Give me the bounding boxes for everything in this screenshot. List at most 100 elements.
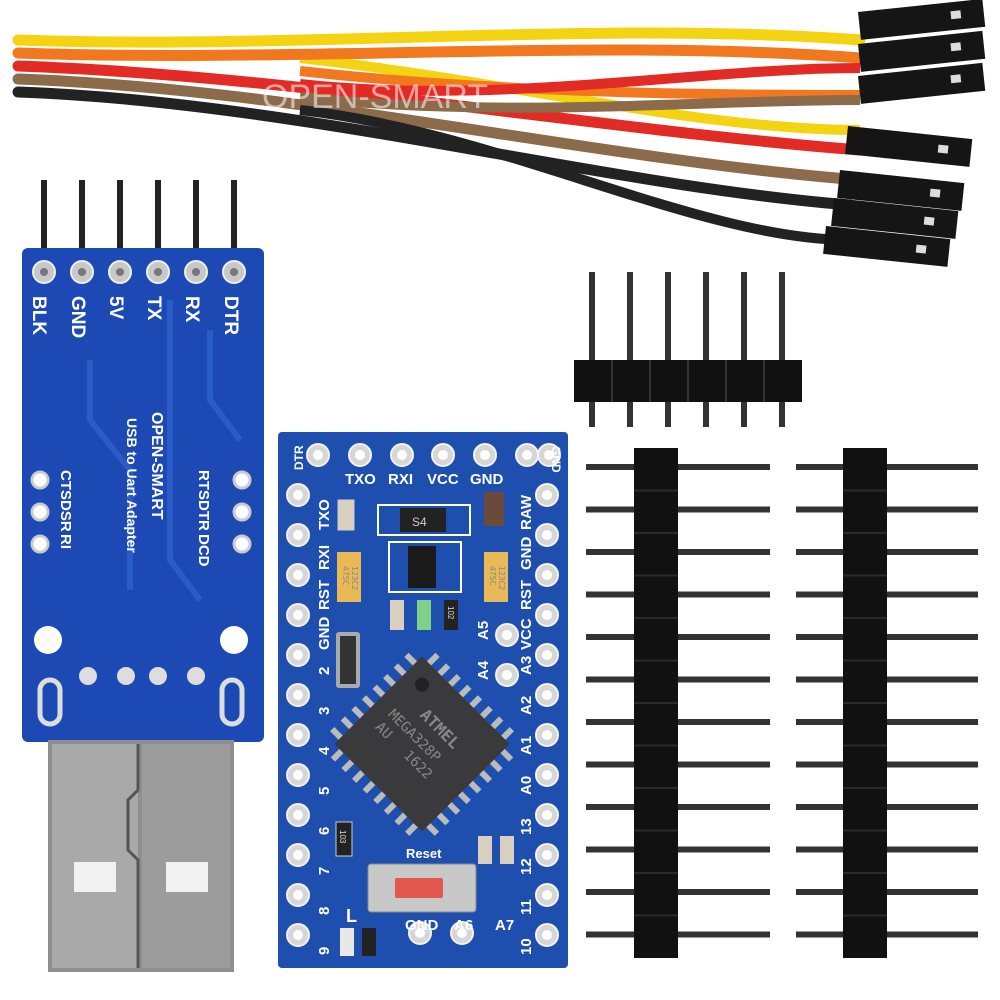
dupont-jumper-wires [12, 27, 866, 245]
chip-pin [394, 811, 409, 826]
chip-pin [456, 789, 471, 805]
right-pin-label: RAW [518, 494, 535, 530]
dupont-connector-housing [858, 62, 986, 104]
hole [293, 930, 303, 940]
connector-latch [929, 188, 941, 198]
reset-button[interactable] [395, 878, 443, 898]
adapter-pin-label: DTR [220, 296, 241, 335]
chip-pin [446, 673, 461, 689]
smd-resistor [444, 600, 458, 630]
hole [313, 450, 323, 460]
hole [542, 610, 552, 620]
signal-pad [30, 502, 50, 522]
right-pin-label: GND [518, 537, 535, 571]
signal-pad [30, 470, 50, 490]
hole [293, 490, 303, 500]
hole [542, 730, 552, 740]
usb-window-left [74, 862, 116, 892]
diode-marking: S4 [412, 515, 427, 529]
usb-pad [149, 667, 167, 685]
left-pin-label: RXI [316, 545, 333, 570]
adapter-subtitle: USB to Uart Adapter [124, 418, 140, 553]
resonator-body [340, 636, 356, 684]
signal-pad [30, 534, 50, 554]
pad-label-cts: CTS [57, 470, 74, 500]
usb-mount-slot [219, 677, 245, 727]
right-pin-label: A1 [518, 736, 535, 755]
header-pin [779, 272, 785, 427]
chip-pin [340, 716, 355, 731]
arduino-pro-mini: S4 475C 123C2 475C 123C2 102 ATMEL MEGA3… [278, 432, 568, 968]
left-pin-label: 2 [316, 667, 333, 675]
header-pin [665, 272, 671, 427]
top-label: RXI [388, 471, 413, 488]
cap-marking: 475C [488, 566, 497, 585]
right-pin-label: A2 [518, 696, 535, 715]
hole [502, 670, 512, 680]
smd-capacitor [500, 836, 514, 864]
led-label: L [346, 906, 357, 926]
corner-label-dtr: DTR [292, 445, 306, 470]
chip-pin [488, 758, 503, 773]
hole [293, 570, 303, 580]
pin1-dot [415, 677, 429, 692]
corner-label-gnd: GND [549, 446, 563, 473]
header-pin [741, 272, 747, 427]
header-pin [79, 180, 85, 260]
tantalum-capacitor-left [337, 552, 361, 602]
wire [12, 86, 856, 211]
hole [542, 690, 552, 700]
chip-pin [361, 695, 377, 710]
header-pin [117, 180, 123, 260]
wire [12, 27, 866, 48]
6-pin-header [574, 272, 802, 427]
wire [12, 44, 866, 64]
pin-hole [40, 268, 48, 276]
wire [12, 73, 866, 186]
usb-pad [187, 667, 205, 685]
resistor-marking: 102 [446, 606, 455, 620]
usb-plug-shell-right [142, 744, 230, 968]
chip-pin [373, 789, 388, 805]
usb-seam [126, 744, 140, 968]
right-pin-label: 11 [518, 899, 535, 915]
header-pin [589, 272, 595, 427]
adapter-pin-label: GND [67, 296, 88, 338]
adapter-brand: OPEN-SMART [148, 412, 165, 520]
cap-marking: 475C [341, 566, 350, 585]
hole [293, 650, 303, 660]
pin-hole [192, 268, 200, 276]
resistor-marking: 103 [338, 830, 347, 844]
hole [542, 850, 552, 860]
pad-label-dtr: DTR [195, 500, 212, 531]
bottom-label: A6 [454, 917, 473, 934]
hole [293, 530, 303, 540]
smd-capacitor [337, 499, 355, 531]
cap-marking: 123C2 [350, 566, 359, 590]
left-pin-label: TXO [316, 499, 333, 530]
dupont-connector-housing [823, 226, 951, 267]
adapter-pin-label: BLK [28, 296, 49, 335]
chip-pin [383, 800, 398, 815]
pin-hole [116, 268, 124, 276]
dupont-connectors [823, 0, 986, 267]
status-led [340, 928, 354, 956]
wire [299, 66, 861, 100]
power-led [417, 600, 431, 630]
usb-window-right [166, 862, 208, 892]
connector-latch [950, 74, 962, 84]
smd-resistor [362, 928, 376, 956]
connector-latch [915, 244, 927, 254]
usb-uart-adapter: BLK GND 5V TX RX DTR CTS DSR RI RTS DTR … [22, 180, 264, 972]
hole [293, 770, 303, 780]
chip-pin [477, 768, 493, 783]
12-pin-header-right [796, 448, 978, 958]
pad-label-dcd: DCD [195, 534, 212, 567]
hole [293, 730, 303, 740]
hole [355, 450, 365, 460]
hole [542, 650, 552, 660]
chip-pin [330, 727, 345, 742]
header-pin [155, 180, 161, 260]
pad-label-ri: RI [57, 534, 74, 549]
adapter-header-pins [41, 180, 237, 260]
